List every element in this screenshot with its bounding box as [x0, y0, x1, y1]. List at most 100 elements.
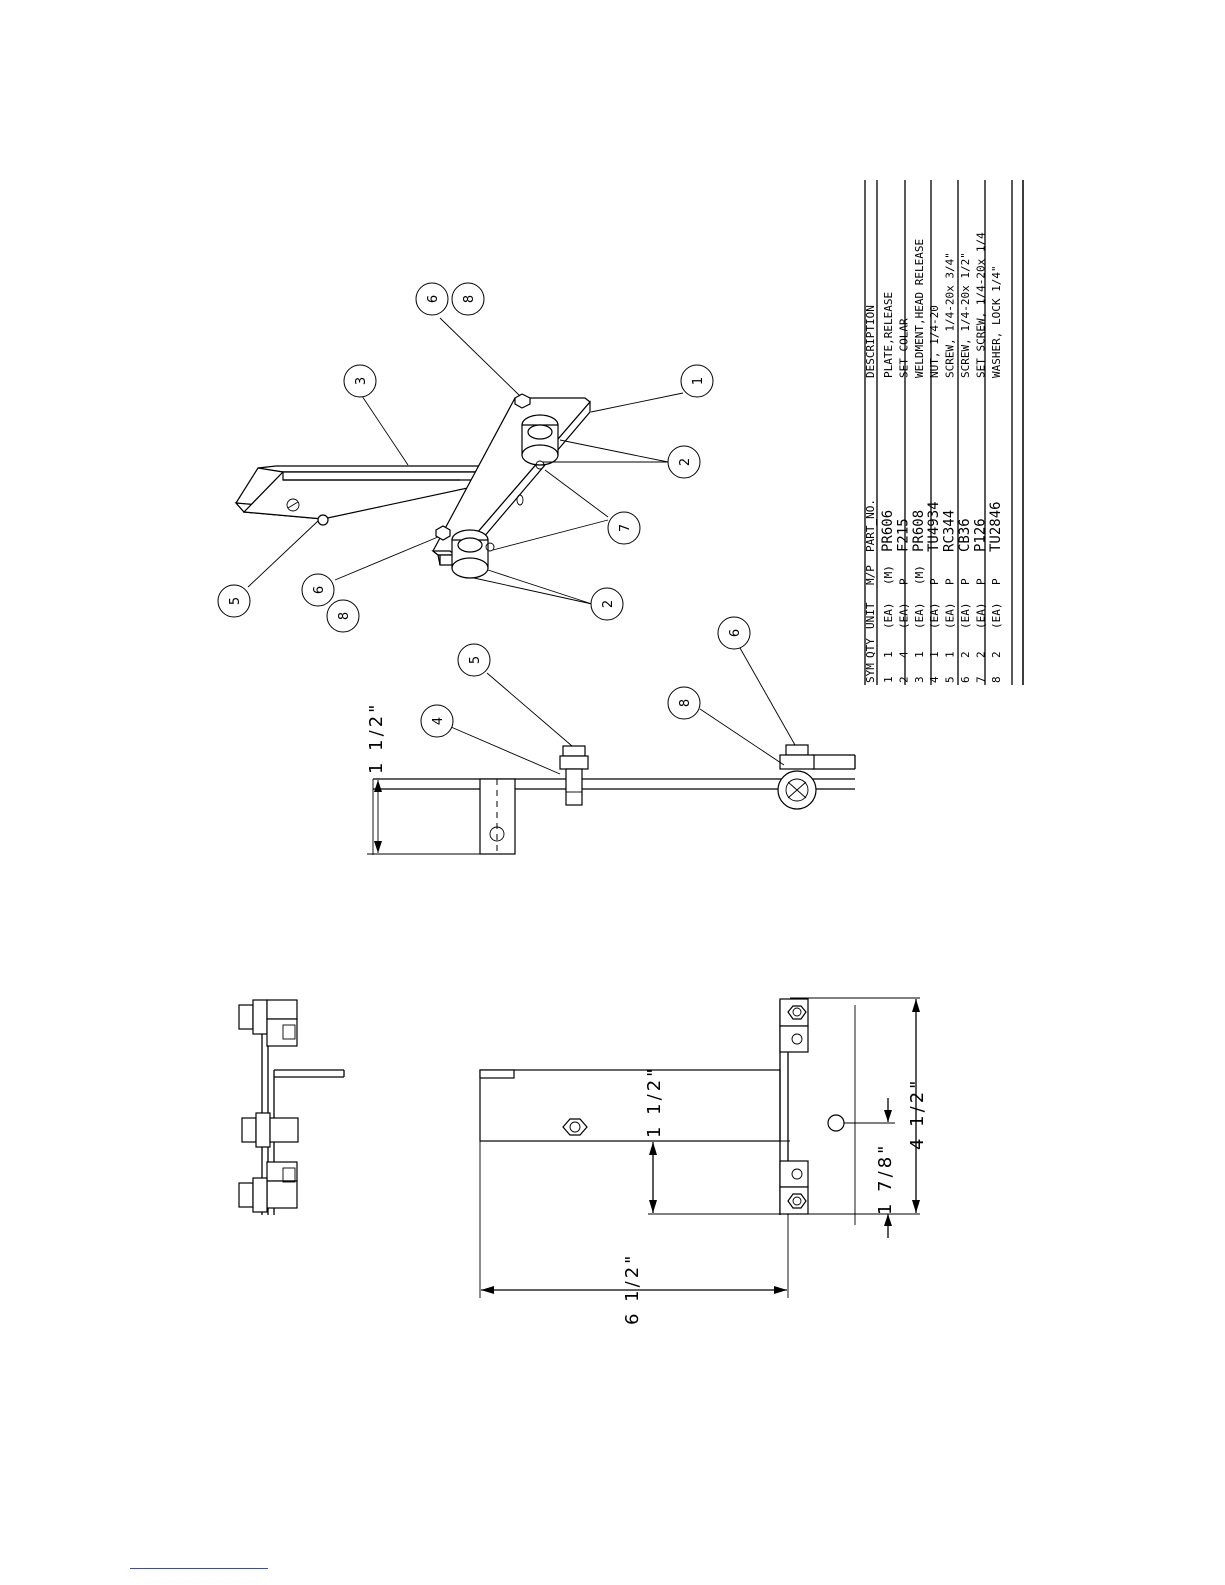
svg-text:1: 1 — [691, 377, 706, 385]
table-cell-partno: F215 — [895, 518, 911, 552]
balloon-8b: 8 — [326, 599, 360, 633]
svg-text:6: 6 — [312, 586, 327, 594]
svg-text:4: 4 — [431, 717, 446, 725]
svg-text:6: 6 — [426, 295, 441, 303]
table-cell-sym: 3 — [913, 676, 926, 683]
table-cell-unit: (EA) — [959, 603, 972, 630]
table-cell-unit: (EA) — [913, 603, 926, 630]
svg-text:5: 5 — [468, 656, 483, 664]
balloon-5-side: 5 — [457, 643, 491, 677]
svg-text:8: 8 — [678, 699, 693, 707]
side-balloons: 4 5 8 6 — [420, 616, 751, 738]
dim-plan-overall: 4 1/2" — [907, 1078, 928, 1150]
footer-link[interactable] — [130, 1568, 268, 1569]
dim-plan-length: 6 1/2" — [622, 1253, 643, 1325]
table-cell-partno: PR606 — [880, 510, 896, 552]
plan-view — [479, 997, 920, 1298]
table-cell-qty: 1 — [928, 651, 941, 658]
table-cell-partno: RC344 — [942, 510, 958, 552]
table-cell-sym: 4 — [928, 676, 941, 683]
table-cell-desc: WELDMENT,HEAD RELEASE — [913, 239, 926, 378]
table-cell-mp: P — [990, 578, 1003, 585]
svg-text:7: 7 — [618, 524, 633, 532]
table-cell-mp: (M) — [913, 565, 926, 585]
table-cell-qty: 2 — [974, 651, 987, 658]
parts-table — [864, 180, 1024, 685]
table-header-partno: PART_NO. — [864, 499, 877, 552]
table-cell-qty: 1 — [944, 651, 957, 658]
table-cell-unit: (EA) — [882, 603, 895, 630]
table-cell-mp: (M) — [882, 565, 895, 585]
table-cell-sym: 8 — [990, 676, 1003, 683]
table-cell-sym: 5 — [944, 676, 957, 683]
svg-text:5: 5 — [228, 597, 243, 605]
balloon-2b: 2 — [590, 587, 624, 621]
svg-text:2: 2 — [678, 458, 693, 466]
table-cell-mp: P — [974, 578, 987, 585]
end-view — [238, 999, 345, 1215]
table-header-mp: M/P — [864, 565, 877, 585]
table-cell-qty: 2 — [959, 651, 972, 658]
balloon-8-side: 8 — [667, 686, 701, 720]
balloon-2a: 2 — [667, 445, 701, 479]
parts-table-text: SYM QTY UNIT M/P PART_NO. DESCRIPTION — [864, 305, 877, 683]
table-cell-sym: 7 — [974, 676, 987, 683]
table-cell-qty: 4 — [897, 651, 910, 658]
isometric-view — [234, 317, 684, 605]
balloon-1: 1 — [680, 364, 714, 398]
dim-side-height: 1 1/2" — [366, 702, 387, 774]
dim-plan-hole: 1 7/8" — [875, 1143, 896, 1215]
table-cell-qty: 2 — [990, 651, 1003, 658]
svg-text:2: 2 — [601, 600, 616, 608]
set-collar-left — [451, 529, 495, 579]
table-cell-partno: TU4934 — [926, 501, 942, 552]
dim-plan-width: 1 1/2" — [644, 1066, 665, 1138]
svg-text:8: 8 — [462, 295, 477, 303]
table-cell-desc: WASHER, LOCK 1/4" — [990, 265, 1003, 378]
table-cell-sym: 6 — [959, 676, 972, 683]
balloon-3: 3 — [343, 364, 377, 398]
svg-text:8: 8 — [337, 612, 352, 620]
table-cell-unit: (EA) — [974, 603, 987, 630]
table-header-desc: DESCRIPTION — [864, 305, 877, 378]
table-cell-partno: TU2846 — [988, 501, 1004, 552]
table-cell-sym: 2 — [897, 676, 910, 683]
svg-text:6: 6 — [728, 629, 743, 637]
set-collar-right — [521, 414, 559, 470]
balloon-6-side: 6 — [717, 616, 751, 650]
table-cell-desc: SCREW, 1/4-20x 3/4" — [944, 252, 957, 378]
balloon-6a: 6 — [415, 282, 449, 316]
table-cell-unit: (EA) — [990, 603, 1003, 630]
table-cell-partno: PR608 — [911, 510, 927, 552]
table-header-sym: SYM — [864, 663, 877, 683]
table-cell-unit: (EA) — [944, 603, 957, 630]
table-cell-partno: P126 — [972, 518, 988, 552]
side-view — [367, 647, 856, 855]
balloon-8a: 8 — [451, 282, 485, 316]
svg-text:3: 3 — [354, 377, 369, 385]
iso-balloons: 1 2 7 2 3 6 8 5 6 8 — [217, 282, 714, 633]
table-header-qty: QTY — [864, 638, 877, 658]
table-cell-mp: P — [944, 578, 957, 585]
table-cell-mp: P — [897, 578, 910, 585]
table-cell-desc: PLATE,RELEASE — [882, 292, 895, 378]
table-cell-qty: 1 — [882, 651, 895, 658]
balloon-5: 5 — [217, 584, 251, 618]
table-cell-partno: CB36 — [957, 518, 973, 552]
balloon-7: 7 — [607, 511, 641, 545]
table-cell-unit: (EA) — [928, 603, 941, 630]
table-cell-sym: 1 — [882, 676, 895, 683]
table-cell-mp: P — [959, 578, 972, 585]
table-header-unit: UNIT — [864, 602, 877, 629]
table-cell-desc: SET SCREW, 1/4-20x 1/4 — [974, 232, 987, 378]
table-cell-qty: 1 — [913, 651, 926, 658]
table-cell-mp: P — [928, 578, 941, 585]
table-cell-desc: SET COLAR — [897, 318, 910, 378]
table-cell-desc: SCREW, 1/4-20x 1/2" — [959, 252, 972, 378]
table-cell-unit: (EA) — [897, 603, 910, 630]
table-cell-desc: NUT, 1/4-20 — [928, 305, 941, 378]
balloon-6b: 6 — [301, 573, 335, 607]
balloon-4: 4 — [420, 704, 454, 738]
parts-table-rows: 11(EA)(M)PR606PLATE,RELEASE24(EA)PF215SE… — [880, 232, 1004, 683]
